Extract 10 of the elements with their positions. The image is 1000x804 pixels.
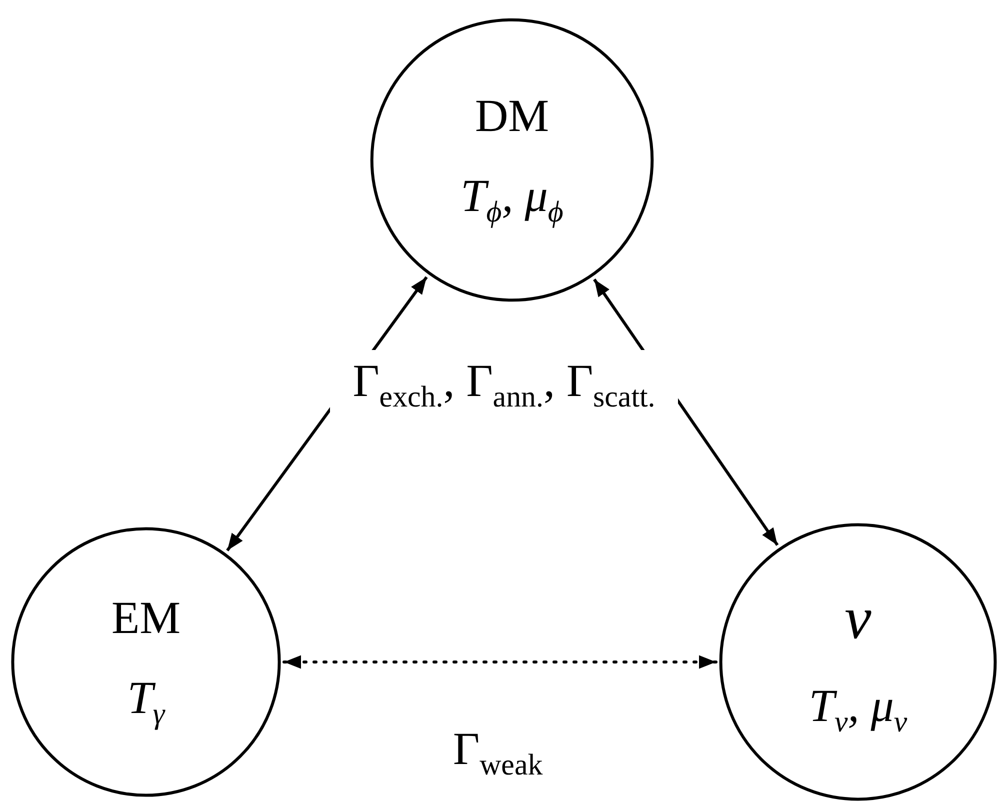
state-circle: [369, 17, 655, 303]
node-variables: T$_{ϕ}$, μ$_{ϕ}$: [460, 171, 564, 230]
dotted-arrow: [282, 655, 718, 669]
state-circle: [718, 522, 998, 802]
node-title: DM: [474, 90, 550, 142]
node-title: EM: [112, 592, 180, 644]
node-variables: T$_{γ}$: [127, 673, 165, 732]
node-title: ν: [844, 584, 872, 651]
node-variables: T$_{ν}$, μ$_{ν}$: [808, 680, 908, 740]
state-circle: [10, 526, 282, 798]
